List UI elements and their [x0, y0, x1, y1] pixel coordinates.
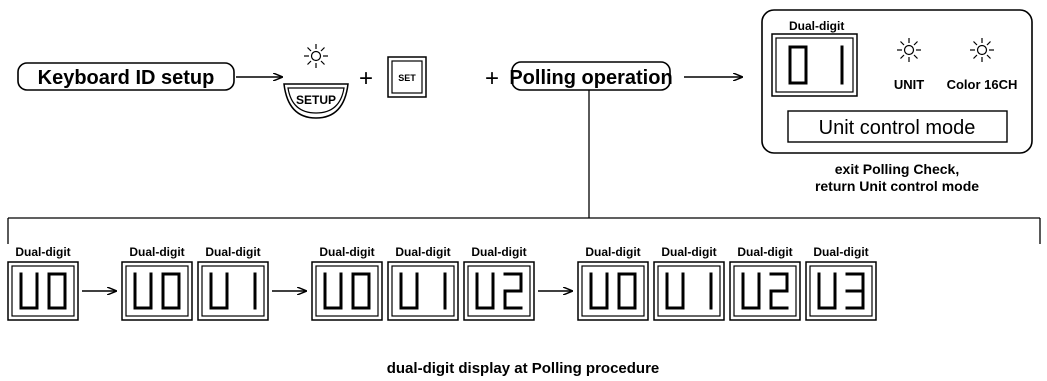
plus-sign: + — [485, 65, 499, 92]
dual-digit-label: Dual-digit — [319, 245, 374, 259]
color-led-label: Color 16CH — [947, 77, 1018, 92]
digit-readout — [133, 272, 181, 310]
setup-button-label: SETUP — [296, 93, 336, 107]
unit-led-label: UNIT — [894, 77, 924, 92]
set-button-label: SET — [398, 73, 416, 83]
keyboard-id-setup-box: Keyboard ID setup — [17, 62, 235, 91]
dual-digit-label: Dual-digit — [395, 245, 450, 259]
plus-sign: + — [359, 65, 373, 92]
digit-readout — [817, 272, 865, 310]
led-lit-icon — [303, 43, 329, 69]
diagram-caption: dual-digit display at Polling procedure — [387, 360, 660, 377]
tree-connector — [7, 90, 1041, 244]
exit-note-line1: exit Polling Check, — [835, 161, 959, 177]
unit-led-icon — [896, 37, 922, 63]
digit-readout — [589, 272, 637, 310]
dual-digit-display: Dual-digit — [805, 245, 877, 321]
dual-digit-display: Dual-digit — [729, 245, 801, 321]
mode-box-label: Unit control mode — [819, 117, 976, 139]
dual-digit-display: Dual-digit — [463, 245, 535, 321]
dual-digit-label: Dual-digit — [585, 245, 640, 259]
dual-digit-label: Dual-digit — [129, 245, 184, 259]
polling-operation-box: Polling operation — [509, 61, 673, 91]
digit-readout — [19, 272, 67, 310]
digit-readout — [788, 45, 844, 85]
unit-control-panel: Dual-digit UNIT Color 16CH Unit control … — [761, 9, 1033, 154]
dual-digit-label: Dual-digit — [15, 245, 70, 259]
dual-digit-display: Dual-digit — [311, 245, 383, 321]
dual-digit-display: Dual-digit — [577, 245, 649, 321]
digit-readout — [209, 272, 257, 310]
dual-digit-display: Dual-digit — [653, 245, 725, 321]
digit-readout — [741, 272, 789, 310]
dual-digit-display: Dual-digit — [197, 245, 269, 321]
dual-digit-display — [771, 33, 858, 97]
dual-digit-label: Dual-digit — [813, 245, 868, 259]
dual-digit-display: Dual-digit — [121, 245, 193, 321]
digit-readout — [475, 272, 523, 310]
dual-digit-display: Dual-digit — [7, 245, 79, 321]
dual-digit-label: Dual-digit — [205, 245, 260, 259]
dual-digit-label: Dual-digit — [661, 245, 716, 259]
set-button: SET — [387, 56, 427, 98]
dual-digit-display: Dual-digit — [387, 245, 459, 321]
setup-button: SETUP — [283, 43, 349, 119]
digit-readout — [665, 272, 713, 310]
mode-box — [787, 110, 1008, 143]
display-sequence: Dual-digit Dual-digit Dual-digit Dual-digit… — [7, 245, 877, 321]
keyboard-id-setup-label: Keyboard ID setup — [38, 67, 215, 89]
digit-glyph — [788, 45, 808, 85]
dual-digit-label: Dual-digit — [471, 245, 526, 259]
digit-readout — [323, 272, 371, 310]
color-led-icon — [969, 37, 995, 63]
exit-note-line2: return Unit control mode — [815, 178, 979, 194]
digit-readout — [399, 272, 447, 310]
polling-operation-label: Polling operation — [509, 67, 672, 89]
dual-digit-label: Dual-digit — [789, 19, 844, 33]
dual-digit-label: Dual-digit — [737, 245, 792, 259]
